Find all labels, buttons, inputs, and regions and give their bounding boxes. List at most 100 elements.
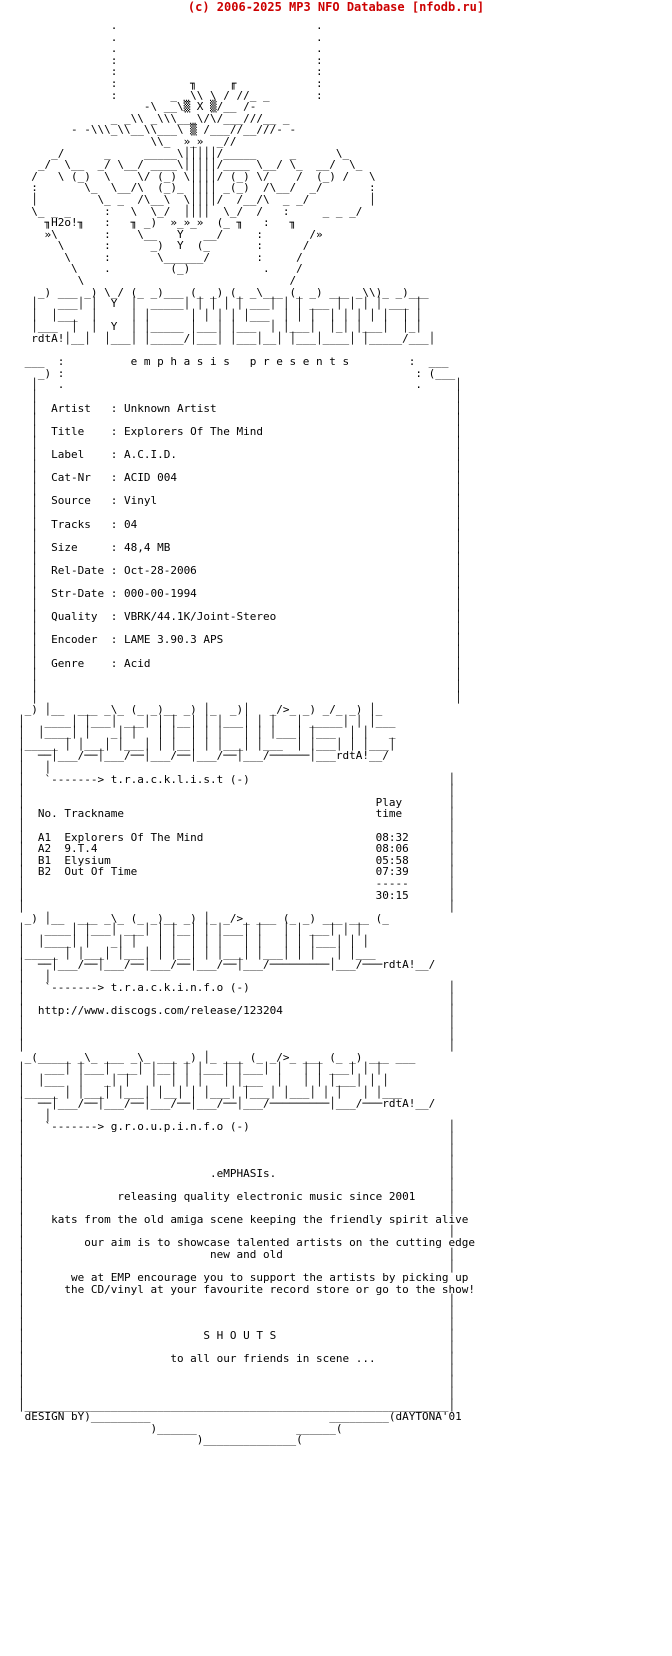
- nfo-line: ___ : e m p h a s i s p r e s e n t s : …: [18, 355, 449, 369]
- nfo-line: │ Artist : Unknown Artist │: [18, 401, 462, 415]
- nfo-line: - -\\\_\\__\\___\ ▒ /___//__///- -: [18, 123, 297, 137]
- nfo-line: │ S H O U T S │: [18, 1329, 456, 1343]
- nfo-line: │ to all our friends in scene ... │: [18, 1352, 456, 1366]
- nfo-line: │ ____│ │___│ ___│ │ │__│ │ │___│ │ │ │ …: [18, 714, 396, 728]
- nfo-line: \ /: [18, 274, 297, 288]
- nfo-text-art: . . . . . . : : :: [18, 20, 475, 1446]
- nfo-line: . .: [18, 42, 323, 56]
- nfo-line: : \_ \__/\ (_)_ ││││ _(_) /\__/ _/ :: [18, 181, 376, 195]
- nfo-line: │ │: [18, 529, 462, 543]
- nfo-line: │ `-------> t.r.a.c.k.i.n.f.o (-) │: [18, 981, 456, 995]
- nfo-line: \ : _) Y (_ : /: [18, 239, 310, 253]
- nfo-line: │ │: [18, 1016, 456, 1030]
- nfo-line: : _ _\\ \ / //_ _ :: [18, 88, 323, 102]
- nfo-line: )______________(: [18, 1433, 303, 1447]
- nfo-line: »\ : \__ Y __/ : /»: [18, 227, 323, 241]
- nfo-line: │_____ │ │___│ │___│ │ │__│ │ │___│ │___…: [18, 946, 376, 960]
- nfo-line: -\ __\▒ X ▒/__ /-: [18, 100, 257, 114]
- nfo-line: │ │: [18, 1155, 456, 1169]
- nfo-line: │ No. Trackname time │: [18, 807, 456, 821]
- nfo-line: │ Cat-Nr : ACID 004 │: [18, 471, 462, 485]
- nfo-line: │ `-------> t.r.a.c.k.l.i.s.t (-) │: [18, 772, 456, 786]
- nfo-line: │ │___ │ _│ │ │ │ │ │ │ │___ │ │ │ │___│…: [18, 1074, 389, 1088]
- nfo-line: │ │: [18, 969, 52, 983]
- nfo-line: │ Quality : VBRK/44.1K/Joint-Stereo │: [18, 610, 462, 624]
- nfo-line: │ │: [18, 482, 462, 496]
- nfo-line: │ │: [18, 784, 456, 798]
- nfo-line: │ B1 Elysium 05:58 │: [18, 853, 456, 867]
- nfo-line: │ │: [18, 1340, 456, 1354]
- nfo-line: │ │: [18, 505, 462, 519]
- nfo-line: │ ___│ │___│ ___│ │__│ │ │___│ │___│ │ │…: [18, 1062, 383, 1076]
- nfo-line: │ ──│___/──│___/──│___/──│___/──│___/───…: [18, 958, 436, 972]
- nfo-line: │ Encoder : LAME 3.90.3 APS │: [18, 633, 462, 647]
- nfo-line: │ │: [18, 679, 462, 693]
- nfo-line: │ │____│ │ _│ │ │ │ │ │ │ │ │ │___│ │___…: [18, 726, 396, 740]
- nfo-line: _/ \__ _/ \__/ ____\│││││/____ \__/ \_ _…: [18, 158, 363, 172]
- nfo-line: │ │: [18, 1039, 456, 1053]
- nfo-line: │ │: [18, 1259, 456, 1273]
- nfo-line: │ Title : Explorers Of The Mind │: [18, 424, 462, 438]
- nfo-line: \\_ »_» _//: [18, 134, 237, 148]
- nfo-line: │ Tracks : 04 │: [18, 517, 462, 531]
- nfo-line: │ │: [18, 436, 462, 450]
- nfo-line: _(_____ _\_ ___ _\_ ___ _) │_ ___ (_ _/>…: [18, 1050, 416, 1064]
- nfo-line: │ │: [18, 1132, 456, 1145]
- nfo-line: │ .eMPHASIs. │: [18, 1166, 456, 1180]
- nfo-line: │ A2 9.T.4 08:06 │: [18, 842, 456, 856]
- nfo-line: │ │: [18, 1375, 456, 1389]
- nfo-line: _) │__ ___ _\_ (_ _)__ _) │_ _/>_ ___ (_…: [18, 911, 389, 925]
- nfo-line: │ │: [18, 413, 462, 427]
- nfo-line: ╖H2o!╖ : ╖ _) »_»_» (_ ╖ : ╖: [18, 216, 297, 230]
- nfo-line: │ │: [18, 992, 456, 1006]
- nfo-line: │ Str-Date : 000-00-1994 │: [18, 587, 462, 601]
- nfo-line: _ _\\ _\\\___\/\/___///__ _: [18, 111, 290, 125]
- nfo-line: │ releasing quality electronic music sin…: [18, 1189, 456, 1203]
- nfo-line: │ │____│ │ _│ │ │ │ │ │ │ │ │ │ │ │___│ …: [18, 934, 369, 948]
- nfo-line: │___ │ │ Y │ │_____ │___│ │___ │ │___│ │…: [18, 320, 422, 334]
- nfo-line: │ new and old │: [18, 1247, 456, 1261]
- nfo-line: │ │: [18, 1178, 456, 1192]
- nfo-line: │ │: [18, 390, 462, 403]
- nfo-line: : ╖ ╓ :: [18, 76, 323, 90]
- nfo-line: │ │___ │ │ │ │ │ │ │ │___ │ │ │ │ │ │ │ …: [18, 308, 422, 322]
- nfo-line: │ our aim is to showcase talented artist…: [18, 1236, 475, 1250]
- nfo-line: │ │: [18, 575, 462, 589]
- nfo-line: │ │: [18, 900, 456, 914]
- nfo-line: │ │: [18, 691, 462, 705]
- nfo-line: │ . . │: [18, 378, 462, 392]
- nfo-line: . .: [18, 30, 323, 44]
- nfo-line: │_____ │ │___│ │___│ │ │__│ │ │___│ │___…: [18, 737, 396, 751]
- nfo-line: \_ _ _ : \ \_/ ││││ \_/ / : _ _ _/: [18, 204, 363, 218]
- nfo-line: │ the CD/vinyl at your favourite record …: [18, 1282, 475, 1296]
- nfo-line: _) : : (___: [18, 366, 456, 380]
- nfo-line: │ ___│ │ Y │ _____│ │ │ │ │ ___│ │ │ ___…: [18, 297, 422, 311]
- nfo-line: │ │: [18, 761, 52, 774]
- nfo-line: │ ──│___/──│___/──│___/──│___/──│___/───…: [18, 1097, 436, 1111]
- nfo-line: │ Size : 48,4 MB │: [18, 540, 462, 554]
- nfo-line: dESIGN bY)_________ _________(dAYTONA'01: [18, 1410, 462, 1424]
- nfo-line: │ B2 Out Of Time 07:39 │: [18, 865, 456, 879]
- nfo-line: │ │: [18, 1027, 456, 1041]
- nfo-line: │ kats from the old amiga scene keeping …: [18, 1213, 469, 1227]
- nfo-line: _) ___ _) \_/ (_ _)___ (_ _) (_ _\___ (_…: [18, 285, 429, 299]
- nfo-line: │ │: [18, 818, 456, 832]
- nfo-line: _) │__ ___ _\_ (_ _)__ _) │_ _)│ _/>_ _)…: [18, 703, 383, 717]
- nfo-line: │ │: [18, 1317, 456, 1331]
- nfo-line: │ ----- │: [18, 876, 456, 890]
- nfo-line: rdtA!│__│ │___│ │_____/│___│ │___│__│ │_…: [18, 332, 436, 346]
- nfo-line: │ │: [18, 668, 462, 682]
- nfo-line: │ │: [18, 552, 462, 566]
- nfo-line: . .: [18, 19, 323, 32]
- nfo-line: )______ ______(: [18, 1421, 343, 1435]
- nfo-line: │ Source : Vinyl │: [18, 494, 462, 508]
- nfo-line: │ │: [18, 598, 462, 612]
- nfo-line: │ │: [18, 621, 462, 635]
- nfo-line: │ │: [18, 1294, 456, 1308]
- site-copyright-header: (c) 2006-2025 MP3 NFO Database [nfodb.ru…: [187, 0, 485, 14]
- nfo-line: │ ──│___/──│___/──│___/──│___/──│___/───…: [18, 749, 389, 763]
- nfo-line: │ │: [18, 1201, 456, 1215]
- nfo-line: │ Genre : Acid │: [18, 656, 462, 670]
- nfo-line: \ . (_) . /: [18, 262, 303, 276]
- nfo-line: / \ (_) \ \/ (_) \││││/ (_) \/ / (_) / \: [18, 169, 376, 183]
